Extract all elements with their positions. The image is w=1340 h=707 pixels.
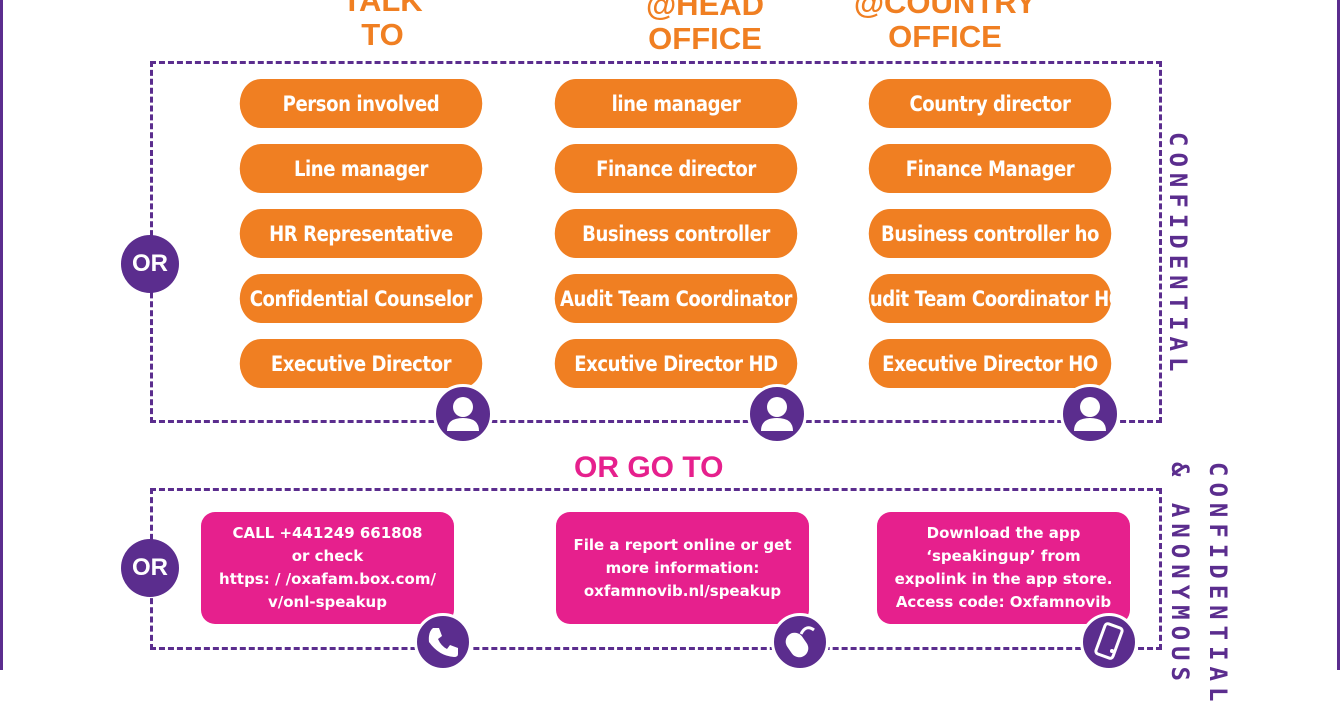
contact-pill: Line manager — [239, 144, 483, 193]
contact-pill: line manager — [554, 79, 798, 128]
person-icon — [433, 384, 493, 444]
contact-pill: Executive Director HO — [868, 339, 1112, 388]
mouse-icon — [771, 613, 829, 671]
heading-talk-to: TALK TO — [342, 0, 423, 52]
phone-contact-card: CALL +441249 661808 or check https: / /o… — [201, 512, 454, 624]
person-icon — [747, 384, 807, 444]
or-badge-bottom: OR — [121, 539, 179, 597]
contact-pill: Audit Team Coordinator HO — [856, 274, 1124, 323]
or-badge-top: OR — [121, 235, 179, 293]
contact-pill: Confidential Counselor — [239, 274, 483, 323]
phone-icon-graphic — [428, 628, 458, 657]
frame-border-right — [1337, 0, 1340, 670]
person-icon-graphic — [761, 397, 793, 431]
contact-pill: Business controller — [554, 209, 798, 258]
app-download-card: Download the app ‘speakingup’ from expol… — [877, 512, 1130, 624]
mouse-icon-graphic — [785, 626, 815, 658]
contact-pill: Country director — [868, 79, 1112, 128]
contact-pill: Finance Manager — [868, 144, 1112, 193]
heading-head-office: @HEAD OFFICE — [645, 0, 765, 56]
smartphone-icon — [1080, 613, 1138, 671]
contact-pill: Finance director — [554, 144, 798, 193]
phone-icon — [414, 613, 472, 671]
frame-border-left — [0, 0, 3, 670]
contact-pill: Excutive Director HD — [554, 339, 798, 388]
person-icon-graphic — [1074, 397, 1106, 431]
person-icon-graphic — [447, 397, 479, 431]
or-go-to-title: OR GO TO — [574, 451, 724, 484]
person-icon — [1060, 384, 1120, 444]
contact-pill: Person involved — [239, 79, 483, 128]
heading-country-office: @COUNTRY OFFICE — [853, 0, 1037, 54]
smartphone-icon-graphic — [1094, 622, 1124, 660]
contact-pill: Business controller ho — [868, 209, 1112, 258]
confidential-label: CONFIDENTIAL — [1164, 132, 1192, 378]
contact-pill: HR Representative — [239, 209, 483, 258]
confidential-anonymous-label-2: & ANONYMOUS — [1166, 462, 1194, 687]
confidential-anonymous-label-1: CONFIDENTIAL — [1204, 462, 1232, 707]
contact-pill: Executive Director — [239, 339, 483, 388]
contact-pill: Audit Team Coordinator — [554, 274, 798, 323]
online-report-card: File a report online or get more informa… — [556, 512, 809, 624]
